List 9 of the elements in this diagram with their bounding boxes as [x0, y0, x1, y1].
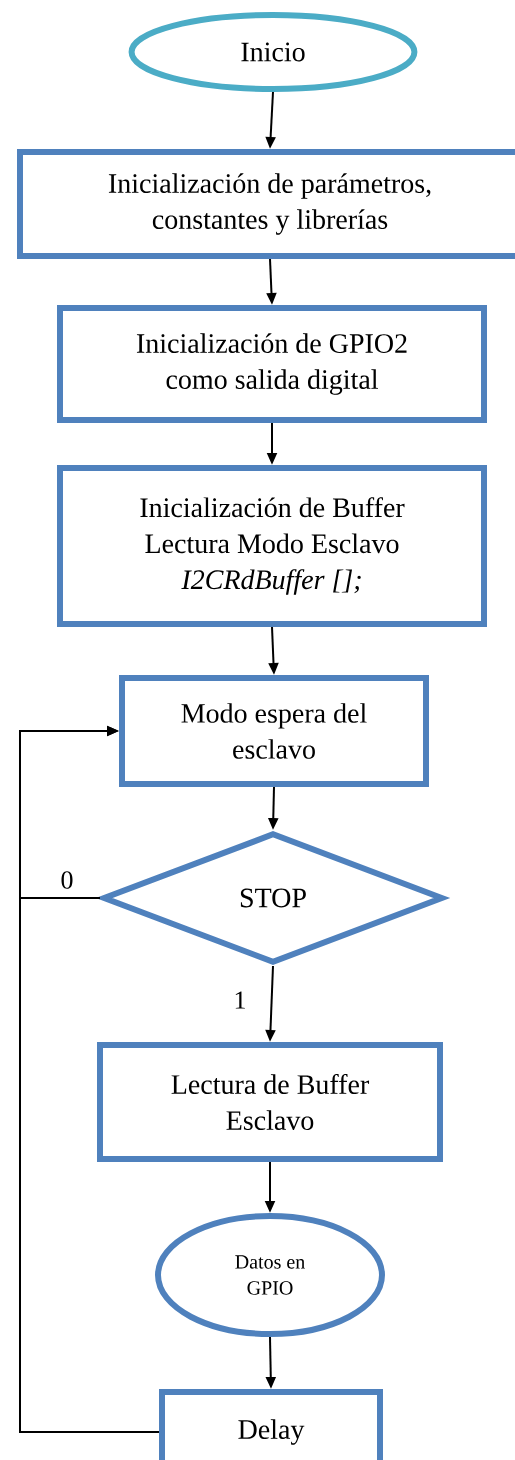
process-box: Modo espera del esclavo — [119, 675, 429, 787]
edge-label: 1 — [231, 989, 249, 1011]
process-box: Lectura de Buffer Esclavo — [97, 1042, 443, 1162]
process-box: Inicialización de Buffer Lectura Modo Esclavo I2CRdBuffer []; — [57, 465, 487, 627]
process-box: Inicialización de GPIO2 como salida digital — [57, 305, 487, 423]
edge-label: 0 — [58, 869, 76, 891]
arrow — [19, 725, 160, 1433]
process-box: Inicialización de parámetros, constantes y librerías — [17, 149, 515, 259]
process-box: Delay — [159, 1389, 383, 1460]
